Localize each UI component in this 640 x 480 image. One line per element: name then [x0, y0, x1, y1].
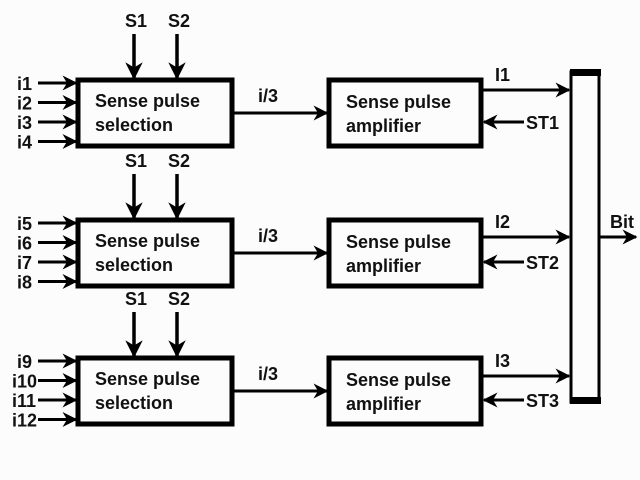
amplifier-block-line1: Sense pulse — [346, 92, 451, 112]
select-signal-label: S2 — [168, 11, 190, 31]
amplifier-block-line2: amplifier — [346, 256, 421, 276]
sense-pulse-selection-block — [75, 217, 235, 289]
input-label: i4 — [17, 133, 32, 153]
bit-output-label: Bit — [610, 212, 634, 232]
input-label: i11 — [12, 391, 36, 411]
input-label: i10 — [12, 372, 37, 392]
input-label: i12 — [12, 411, 37, 431]
link-label: i/3 — [258, 364, 278, 384]
sense-pulse-amplifier-block — [326, 355, 484, 427]
selection-block-line1: Sense pulse — [95, 231, 200, 251]
selection-block-line1: Sense pulse — [95, 91, 200, 111]
input-label: i5 — [17, 214, 32, 234]
amplifier-output-label: I3 — [495, 351, 510, 371]
input-label: i1 — [17, 74, 32, 94]
strobe-label: ST2 — [526, 253, 559, 273]
sense-pulse-selection-block — [75, 77, 235, 149]
amplifier-output-label: I2 — [495, 212, 510, 232]
sense-pulse-amplifier-block — [326, 77, 484, 149]
amplifier-block-line2: amplifier — [346, 394, 421, 414]
selection-block-line2: selection — [95, 255, 173, 275]
select-signal-label: S1 — [125, 11, 147, 31]
combiner-bar — [569, 70, 601, 404]
amplifier-block-line2: amplifier — [346, 116, 421, 136]
input-label: i7 — [17, 253, 32, 273]
selection-block-line2: selection — [95, 393, 173, 413]
selection-block-line1: Sense pulse — [95, 369, 200, 389]
select-signal-label: S1 — [125, 151, 147, 171]
sense-pulse-selection-block — [75, 355, 235, 427]
amplifier-block-line1: Sense pulse — [346, 232, 451, 252]
input-label: i3 — [17, 113, 32, 133]
strobe-label: ST1 — [526, 113, 559, 133]
sense-pulse-amplifier-block — [326, 217, 484, 289]
select-signal-label: S1 — [125, 289, 147, 309]
input-label: i8 — [17, 273, 32, 293]
selection-block-line2: selection — [95, 115, 173, 135]
input-label: i6 — [17, 234, 32, 254]
output-combiner: Bit — [569, 69, 638, 404]
select-signal-label: S2 — [168, 151, 190, 171]
amplifier-block-line1: Sense pulse — [346, 370, 451, 390]
strobe-label: ST3 — [526, 391, 559, 411]
link-label: i/3 — [258, 226, 278, 246]
combiner-top-cap — [570, 69, 601, 76]
combiner-bottom-cap — [570, 397, 601, 404]
amplifier-output-label: I1 — [495, 65, 510, 85]
select-signal-label: S2 — [168, 289, 190, 309]
input-label: i9 — [17, 352, 32, 372]
input-label: i2 — [17, 94, 32, 114]
link-label: i/3 — [258, 86, 278, 106]
